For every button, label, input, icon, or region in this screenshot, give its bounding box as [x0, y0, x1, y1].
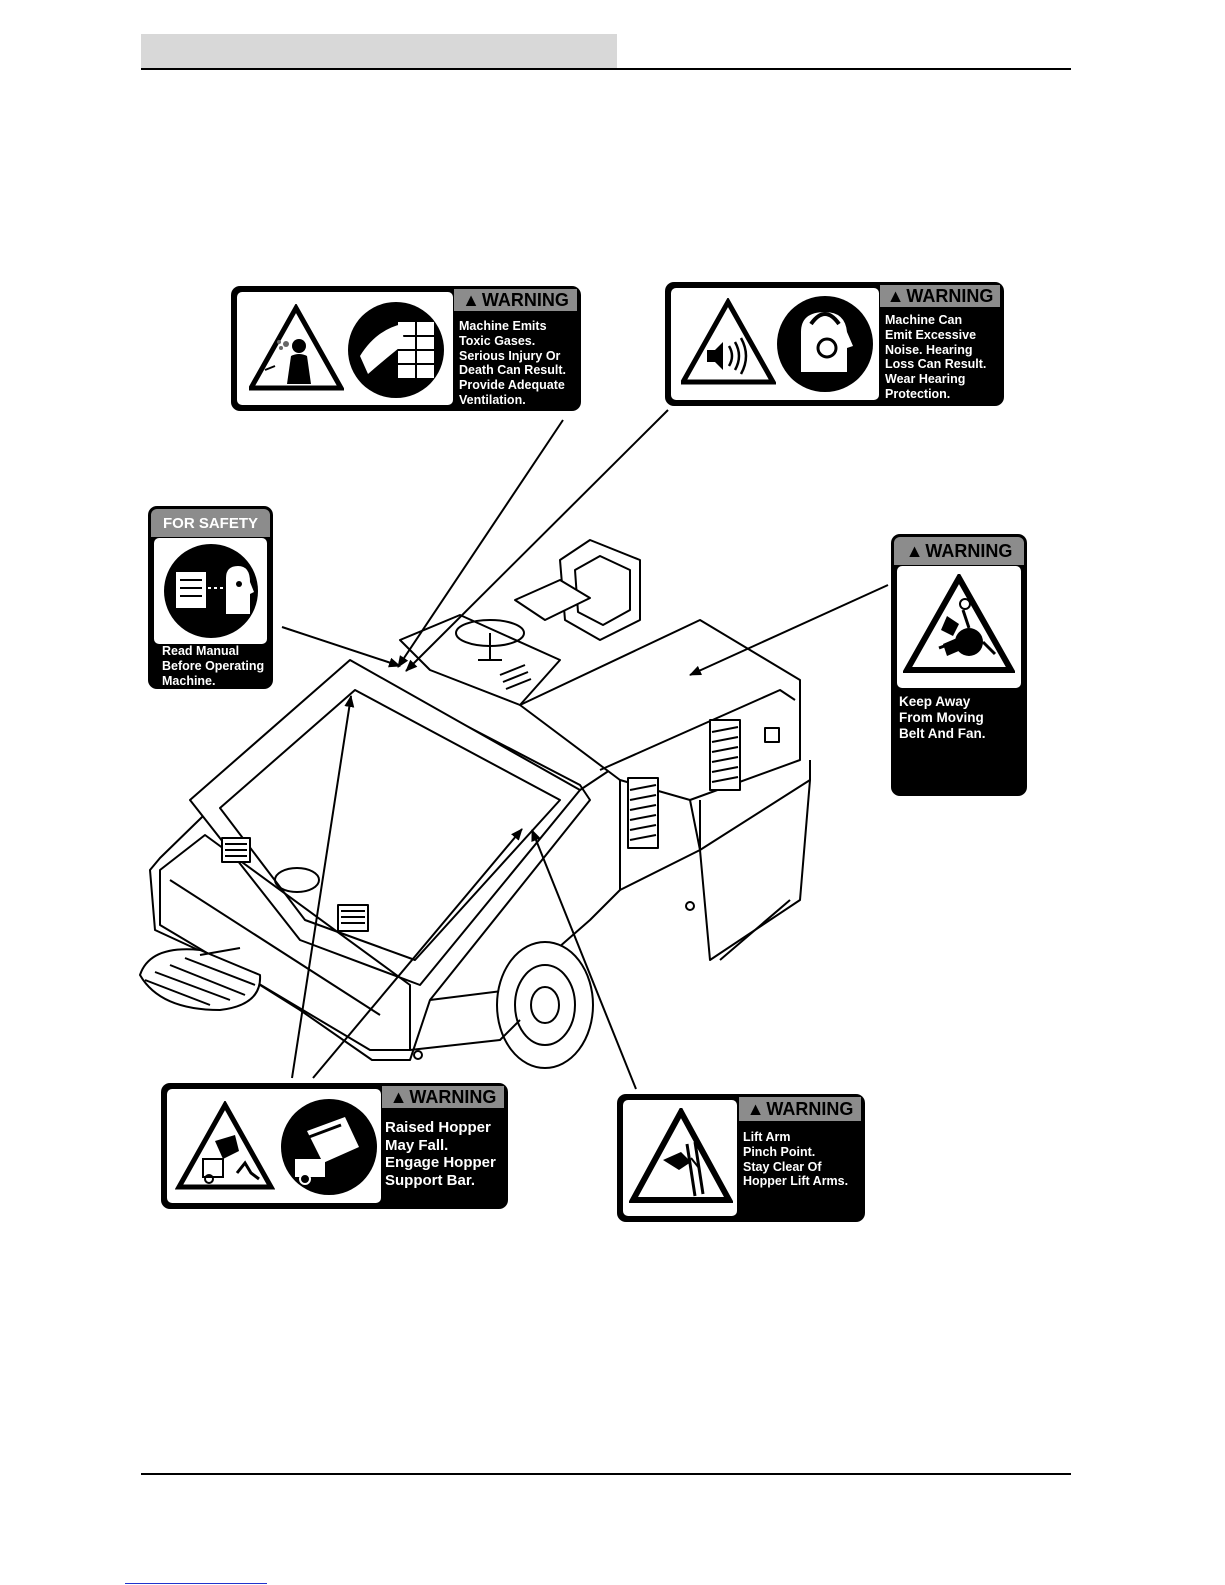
- decal-moving-belt-warning: ▲WARNING Keep Away From Moving Belt And …: [891, 534, 1027, 796]
- decal-header-text: WARNING: [766, 1098, 854, 1119]
- page-header-band: [141, 34, 617, 68]
- decal-read-manual: FOR SAFETY Read Manual Before Operating …: [148, 506, 273, 689]
- footer-rule: [141, 1473, 1071, 1475]
- hearing-protection-icon: [777, 296, 873, 392]
- decal-message: Keep Away From Moving Belt And Fan.: [899, 694, 986, 741]
- decal-message: Machine Can Emit Excessive Noise. Hearin…: [885, 313, 987, 401]
- decal-header-text: WARNING: [906, 285, 994, 306]
- decal-message: Machine Emits Toxic Gases. Serious Injur…: [459, 319, 566, 407]
- decal-header: ▲WARNING: [454, 289, 577, 311]
- decal-header-text: WARNING: [409, 1086, 497, 1107]
- decal-header-text: FOR SAFETY: [162, 514, 258, 532]
- decal-header-text: WARNING: [481, 289, 569, 310]
- footer-link-underline[interactable]: [125, 1583, 267, 1584]
- decal-header: ▲WARNING: [739, 1097, 861, 1121]
- warning-triangle-icon: ▲: [389, 1086, 408, 1107]
- loud-noise-hazard-icon: [681, 298, 776, 385]
- pinch-point-hazard-icon: [629, 1108, 733, 1203]
- decal-header: ▲WARNING: [894, 537, 1024, 565]
- decal-header-text: WARNING: [925, 540, 1013, 561]
- header-rule: [141, 68, 1071, 70]
- decal-message: Read Manual Before Operating Machine.: [162, 644, 265, 688]
- decal-lift-arm-warning: ▲WARNING Lift Arm Pinch Point. Stay Clea…: [617, 1094, 865, 1222]
- hopper-support-bar-icon: [281, 1099, 377, 1195]
- decal-noise-warning: ▲WARNING Machine Can Emit Excessive Nois…: [665, 282, 1004, 406]
- decal-message: Lift Arm Pinch Point. Stay Clear Of Hopp…: [743, 1130, 849, 1189]
- decal-header: ▲WARNING: [880, 285, 1000, 307]
- read-manual-icon: [164, 544, 258, 638]
- open-window-ventilation-icon: [348, 302, 444, 398]
- decal-toxic-gas-warning: ▲WARNING Machine Emits Toxic Gases. Seri…: [231, 286, 581, 411]
- warning-triangle-icon: ▲: [746, 1098, 765, 1119]
- decal-message: Raised Hopper May Fall. Engage Hopper Su…: [385, 1119, 496, 1190]
- decal-header: ▲WARNING: [382, 1086, 504, 1108]
- warning-triangle-icon: ▲: [462, 289, 480, 310]
- decal-raised-hopper-warning: ▲WARNING Raised Hopper May Fall. Engage …: [161, 1083, 508, 1209]
- warning-triangle-icon: ▲: [886, 285, 905, 306]
- belt-fan-entanglement-icon: [903, 574, 1015, 673]
- warning-triangle-icon: ▲: [905, 540, 924, 561]
- falling-hopper-hazard-icon: [175, 1101, 275, 1190]
- toxic-gas-hazard-icon: [249, 304, 344, 391]
- decal-header: FOR SAFETY: [151, 509, 270, 537]
